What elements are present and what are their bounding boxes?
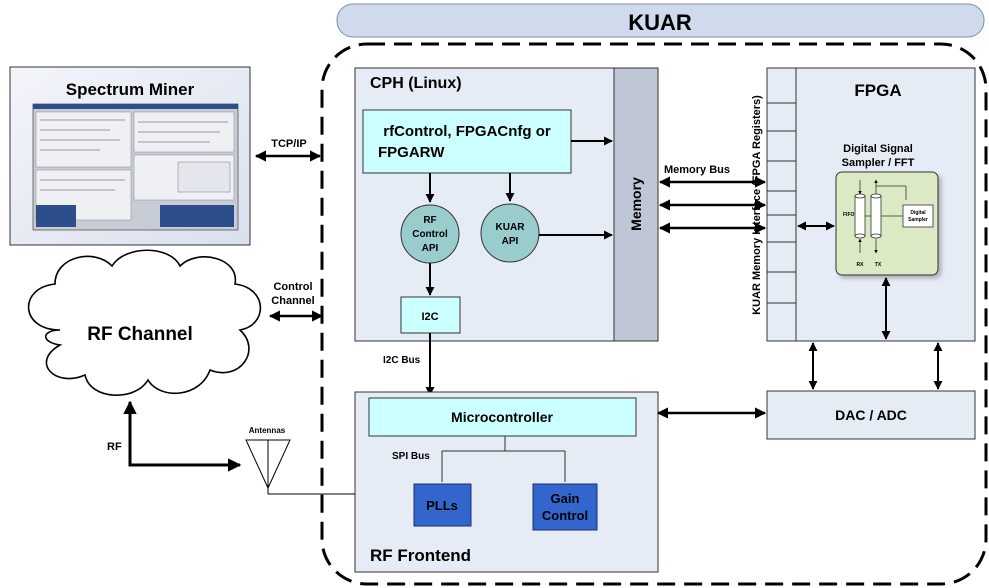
fpga-register-stack	[766, 67, 797, 342]
fpga-box[interactable]	[766, 67, 976, 342]
spectrum-miner-box[interactable]: Spectrum Miner	[9, 66, 251, 246]
rfcontrol-label-2: FPGARW	[378, 144, 445, 161]
rf-channel-label: RF Channel	[87, 324, 193, 345]
spi-bus-lines	[441, 436, 566, 482]
kuar-title: KUAR	[628, 10, 692, 35]
cph-title: CPH (Linux)	[370, 75, 462, 92]
gain-control-box[interactable]	[532, 483, 598, 531]
dsp-label-2: Sampler / FFT	[842, 157, 915, 169]
rx-label: RX	[857, 262, 865, 268]
rfcontrol-label-1: rfControl, FPGACnfg or	[383, 123, 551, 140]
rfcontrol-box[interactable]	[362, 109, 572, 174]
memory-bus-label: Memory Bus	[664, 164, 730, 176]
rf-control-api-label-2: Control	[412, 229, 448, 240]
plls-box[interactable]	[413, 483, 472, 527]
antennas-label: Antennas	[249, 426, 286, 435]
i2c-label: I2C	[421, 311, 438, 323]
memory-column[interactable]	[613, 67, 659, 342]
digital-sampler-label-2: Sampler	[908, 217, 928, 223]
rf-channel-cloud[interactable]	[27, 249, 262, 396]
antenna-icon	[245, 439, 355, 495]
kuar-banner	[336, 3, 985, 38]
rf-frontend-title: RF Frontend	[370, 546, 471, 565]
microcontroller-box[interactable]	[368, 397, 637, 437]
dsp-label-1: Digital Signal	[843, 143, 913, 155]
gain-control-label-1: Gain	[551, 491, 580, 506]
control-channel-label-2: Channel	[271, 295, 314, 307]
memory-interface-label: KUAR Memory Interface (FPGA Registers)	[751, 95, 763, 315]
tx-label: TX	[875, 262, 882, 268]
spi-bus-label: SPI Bus	[392, 451, 430, 462]
digital-sampler-box[interactable]	[902, 204, 934, 228]
rf-label: RF	[107, 441, 122, 453]
i2c-bus-label: I2C Bus	[383, 355, 421, 366]
fifo-cylinders	[854, 179, 882, 254]
kuar-api-node[interactable]	[480, 203, 540, 263]
plls-label: PLLs	[426, 498, 458, 513]
digital-sampler-label-1: Digital	[910, 210, 926, 216]
dac-adc-label: DAC / ADC	[835, 407, 907, 423]
fifo-label: FIFO	[843, 212, 854, 218]
fpga-title: FPGA	[854, 81, 901, 100]
control-channel-label-1: Control	[273, 281, 312, 293]
i2c-box[interactable]	[400, 296, 461, 334]
spectrum-miner-title: Spectrum Miner	[66, 80, 195, 99]
rf-control-api-label-3: API	[422, 243, 439, 254]
rf-arrow	[123, 400, 242, 472]
dac-adc-box[interactable]	[766, 390, 976, 440]
kuar-api-label-2: API	[502, 236, 519, 247]
gain-control-label-2: Control	[542, 508, 588, 523]
memory-label: Memory	[628, 177, 644, 231]
tcp-ip-label: TCP/IP	[271, 138, 306, 150]
spectrum-miner-screenshot	[32, 103, 239, 231]
rf-control-api-label-1: RF	[423, 215, 436, 226]
microcontroller-label: Microcontroller	[451, 409, 553, 425]
kuar-api-label-1: KUAR	[496, 222, 526, 233]
